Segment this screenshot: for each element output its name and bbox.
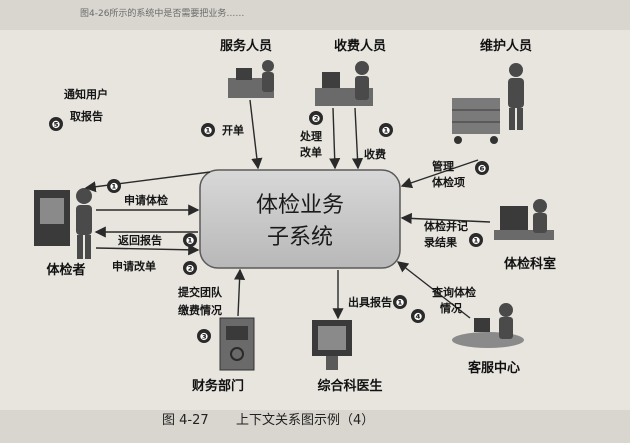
flow-label-manage-2: 体检项 xyxy=(432,175,465,189)
role-service: 服务人员 xyxy=(220,38,272,54)
role-maintainer: 维护人员 xyxy=(480,38,532,54)
flow-label-query-1: 查询体检 xyxy=(432,285,476,299)
flow-label-notify-2: 取报告 xyxy=(70,109,103,123)
flow-label-return-report: 返回报告 xyxy=(118,233,162,247)
flow-label-process-2: 改单 xyxy=(300,145,322,159)
examinee-person-icon xyxy=(34,188,92,259)
flow-label-apply-change: 申请改单 xyxy=(112,259,156,273)
role-exam-dept: 体检科室 xyxy=(504,256,556,272)
maintainer-person-icon xyxy=(452,63,524,144)
flow-number-badge: ❷ xyxy=(186,264,195,275)
flow-label-issue-report: 出具报告 xyxy=(348,295,392,309)
flow-number-badge: ❶ xyxy=(396,298,405,309)
role-cashier: 收费人员 xyxy=(334,38,386,54)
number-badges xyxy=(49,111,489,343)
arrow-maintainer xyxy=(400,159,479,189)
flow-number-badge: ❹ xyxy=(414,312,422,323)
flow-arrows xyxy=(84,99,491,320)
flow-label-record-1: 体检并记 xyxy=(424,219,468,233)
flow-label-apply-exam: 申请体检 xyxy=(124,193,168,207)
support-person-icon xyxy=(452,303,524,348)
role-doctor: 综合科医生 xyxy=(317,378,382,394)
flow-label-team-pay-1: 提交团队 xyxy=(178,285,223,299)
center-process-box xyxy=(199,169,401,269)
service-person-icon xyxy=(228,60,274,98)
role-finance: 财务部门 xyxy=(192,378,244,394)
flow-number-badge: ❶ xyxy=(472,236,481,247)
exam-dept-person-icon xyxy=(494,199,554,240)
flow-labels: 开单 处理 改单 收费 管理 体检项 通知用户 取报告 申请体检 返回报告 申请… xyxy=(64,87,476,317)
arrow-support xyxy=(396,261,471,319)
flow-label-charge: 收费 xyxy=(364,147,386,161)
flow-number-badge: ❶ xyxy=(382,126,391,137)
arrow-notify xyxy=(84,171,211,193)
caption-figure-number: 图 4-27 xyxy=(162,413,209,428)
flow-label-team-pay-2: 缴费情况 xyxy=(178,303,222,317)
page-header-text: 图4-26所示的系统中是否需要把业务…… xyxy=(80,7,244,19)
finance-safe-icon xyxy=(219,317,255,371)
flow-label-query-2: 情况 xyxy=(440,301,462,315)
flow-number-badge: ❸ xyxy=(200,332,209,343)
flow-label-process-1: 处理 xyxy=(299,129,322,143)
flow-number-badge: ❷ xyxy=(312,114,321,125)
doctor-screen-icon xyxy=(312,320,352,370)
flow-label-notify-1: 通知用户 xyxy=(64,87,108,101)
role-examinee: 体检者 xyxy=(46,262,85,278)
flow-label-open-order: 开单 xyxy=(222,123,244,137)
arrow-finance xyxy=(233,268,246,317)
arrow-process-change xyxy=(329,107,341,170)
cashier-person-icon xyxy=(315,61,373,106)
arrow-cashier xyxy=(351,107,364,170)
center-title-line1: 体检业务 xyxy=(256,193,344,218)
arrow-service xyxy=(249,99,263,170)
caption-text: 上下文关系图示例（4） xyxy=(236,413,374,428)
flow-label-manage-1: 管理 xyxy=(432,159,454,173)
flow-label-record-2: 录结果 xyxy=(424,235,457,249)
flow-number-badge: ❺ xyxy=(52,120,61,131)
flow-number-badge: ❻ xyxy=(478,164,486,175)
flow-number-badge: ❶ xyxy=(110,182,119,193)
role-support: 客服中心 xyxy=(468,360,520,376)
flow-number-badge: ❶ xyxy=(204,126,213,137)
flow-number-badge: ❶ xyxy=(186,236,195,247)
arrow-exam-dept xyxy=(400,212,491,225)
center-title-line2: 子系统 xyxy=(267,225,333,250)
arrow-apply-change xyxy=(95,244,200,256)
